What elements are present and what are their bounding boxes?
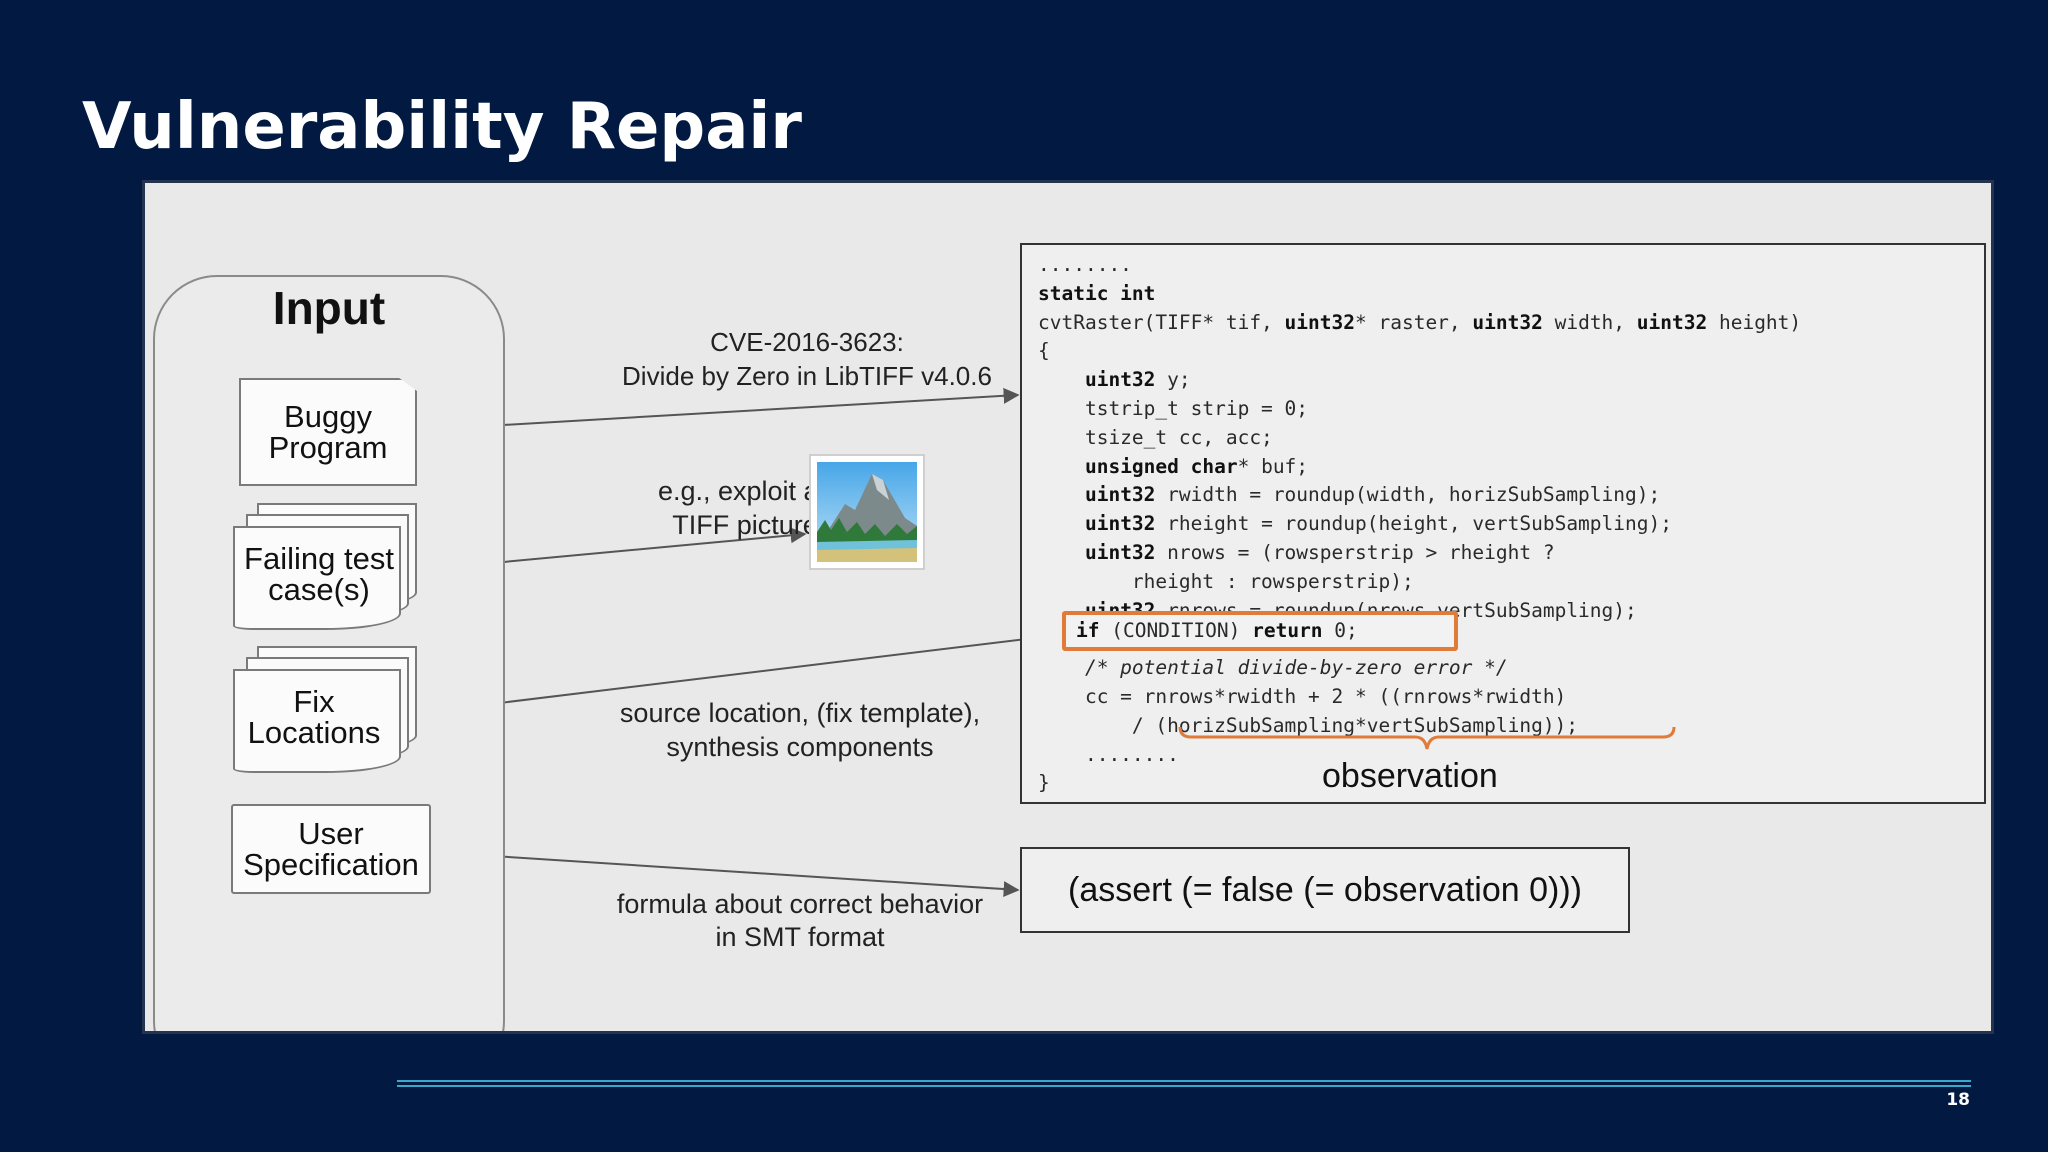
inserted-condition-highlight: if (CONDITION) return 0; (1062, 611, 1458, 651)
code-line: ........ (1038, 253, 1132, 276)
failing-test-label: Failing test case(s) (244, 541, 394, 607)
code-box: ........ static int cvtRaster(TIFF* tif,… (1020, 243, 1986, 804)
fix-locations-label: Fix Locations (247, 684, 381, 750)
inserted-condition-code: if (CONDITION) return 0; (1076, 619, 1358, 642)
user-specification-doc: User Specification (231, 804, 431, 894)
page-number: 18 (1946, 1090, 1970, 1110)
footer-line (397, 1085, 1971, 1087)
exploit-label: e.g., exploit as TIFF picture (657, 476, 832, 540)
spec-formula-label: formula about correct behavior in SMT fo… (616, 889, 984, 952)
code-listing: ........ static int cvtRaster(TIFF* tif,… (1038, 251, 1801, 798)
code-line: { (1038, 339, 1050, 363)
tiff-picture (809, 454, 925, 570)
code-line: cvtRaster(TIFF* tif, uint32* raster, uin… (1038, 310, 1802, 334)
code-line: uint32 rwidth = roundup(width, horizSubS… (1084, 483, 1661, 507)
failing-test-doc-front (233, 526, 401, 630)
code-line: static int (1038, 281, 1156, 305)
buggy-program-doc: Buggy Program (239, 378, 417, 486)
user-specification-label: User Specification (243, 816, 419, 882)
fix-components-label: source location, (fix template), synthes… (619, 698, 981, 762)
code-comment: /* potential divide-by-zero error */ (1038, 656, 1508, 680)
code-line: } (1038, 771, 1050, 795)
landscape-picture-icon (817, 462, 917, 562)
observation-label: observation (1322, 757, 1498, 795)
input-title: Input (272, 282, 386, 334)
slide-title: Vulnerability Repair (82, 90, 802, 164)
buggy-program-label: Buggy Program (268, 399, 388, 465)
arrow-fix-to-code (416, 628, 1061, 714)
code-line: rheight : rowsperstrip); (1038, 569, 1414, 593)
code-line: unsigned char* buf; (1084, 454, 1309, 478)
arrow-program-to-code (416, 387, 1020, 431)
code-line: tstrip_t strip = 0; (1038, 396, 1309, 420)
cve-label: CVE-2016-3623: Divide by Zero in LibTIFF… (622, 327, 992, 391)
fix-locations-doc-front (233, 669, 401, 773)
diagram-panel: Input Buggy Program Failing test case(s)… (142, 180, 1994, 1034)
footer-line (397, 1080, 1971, 1082)
code-line: uint32 y; (1084, 368, 1191, 392)
observation-brace (1178, 726, 1676, 750)
code-line: uint32 rheight = roundup(height, vertSub… (1084, 512, 1672, 536)
arrow-spec-to-assert (430, 851, 1020, 898)
smt-assert-box: (assert (= false (= observation 0))) (1020, 847, 1630, 933)
code-line: ........ (1038, 742, 1179, 766)
code-line: / (horizSubSampling*vertSubSampling)); (1038, 713, 1579, 737)
smt-assert-text: (assert (= false (= observation 0))) (1068, 870, 1582, 909)
code-line: tsize_t cc, acc; (1038, 425, 1273, 449)
code-line: cc = rnrows*rwidth + 2 * ((rnrows*rwidth… (1038, 684, 1567, 708)
code-line: uint32 nrows = (rowsperstrip > rheight ? (1084, 540, 1555, 564)
